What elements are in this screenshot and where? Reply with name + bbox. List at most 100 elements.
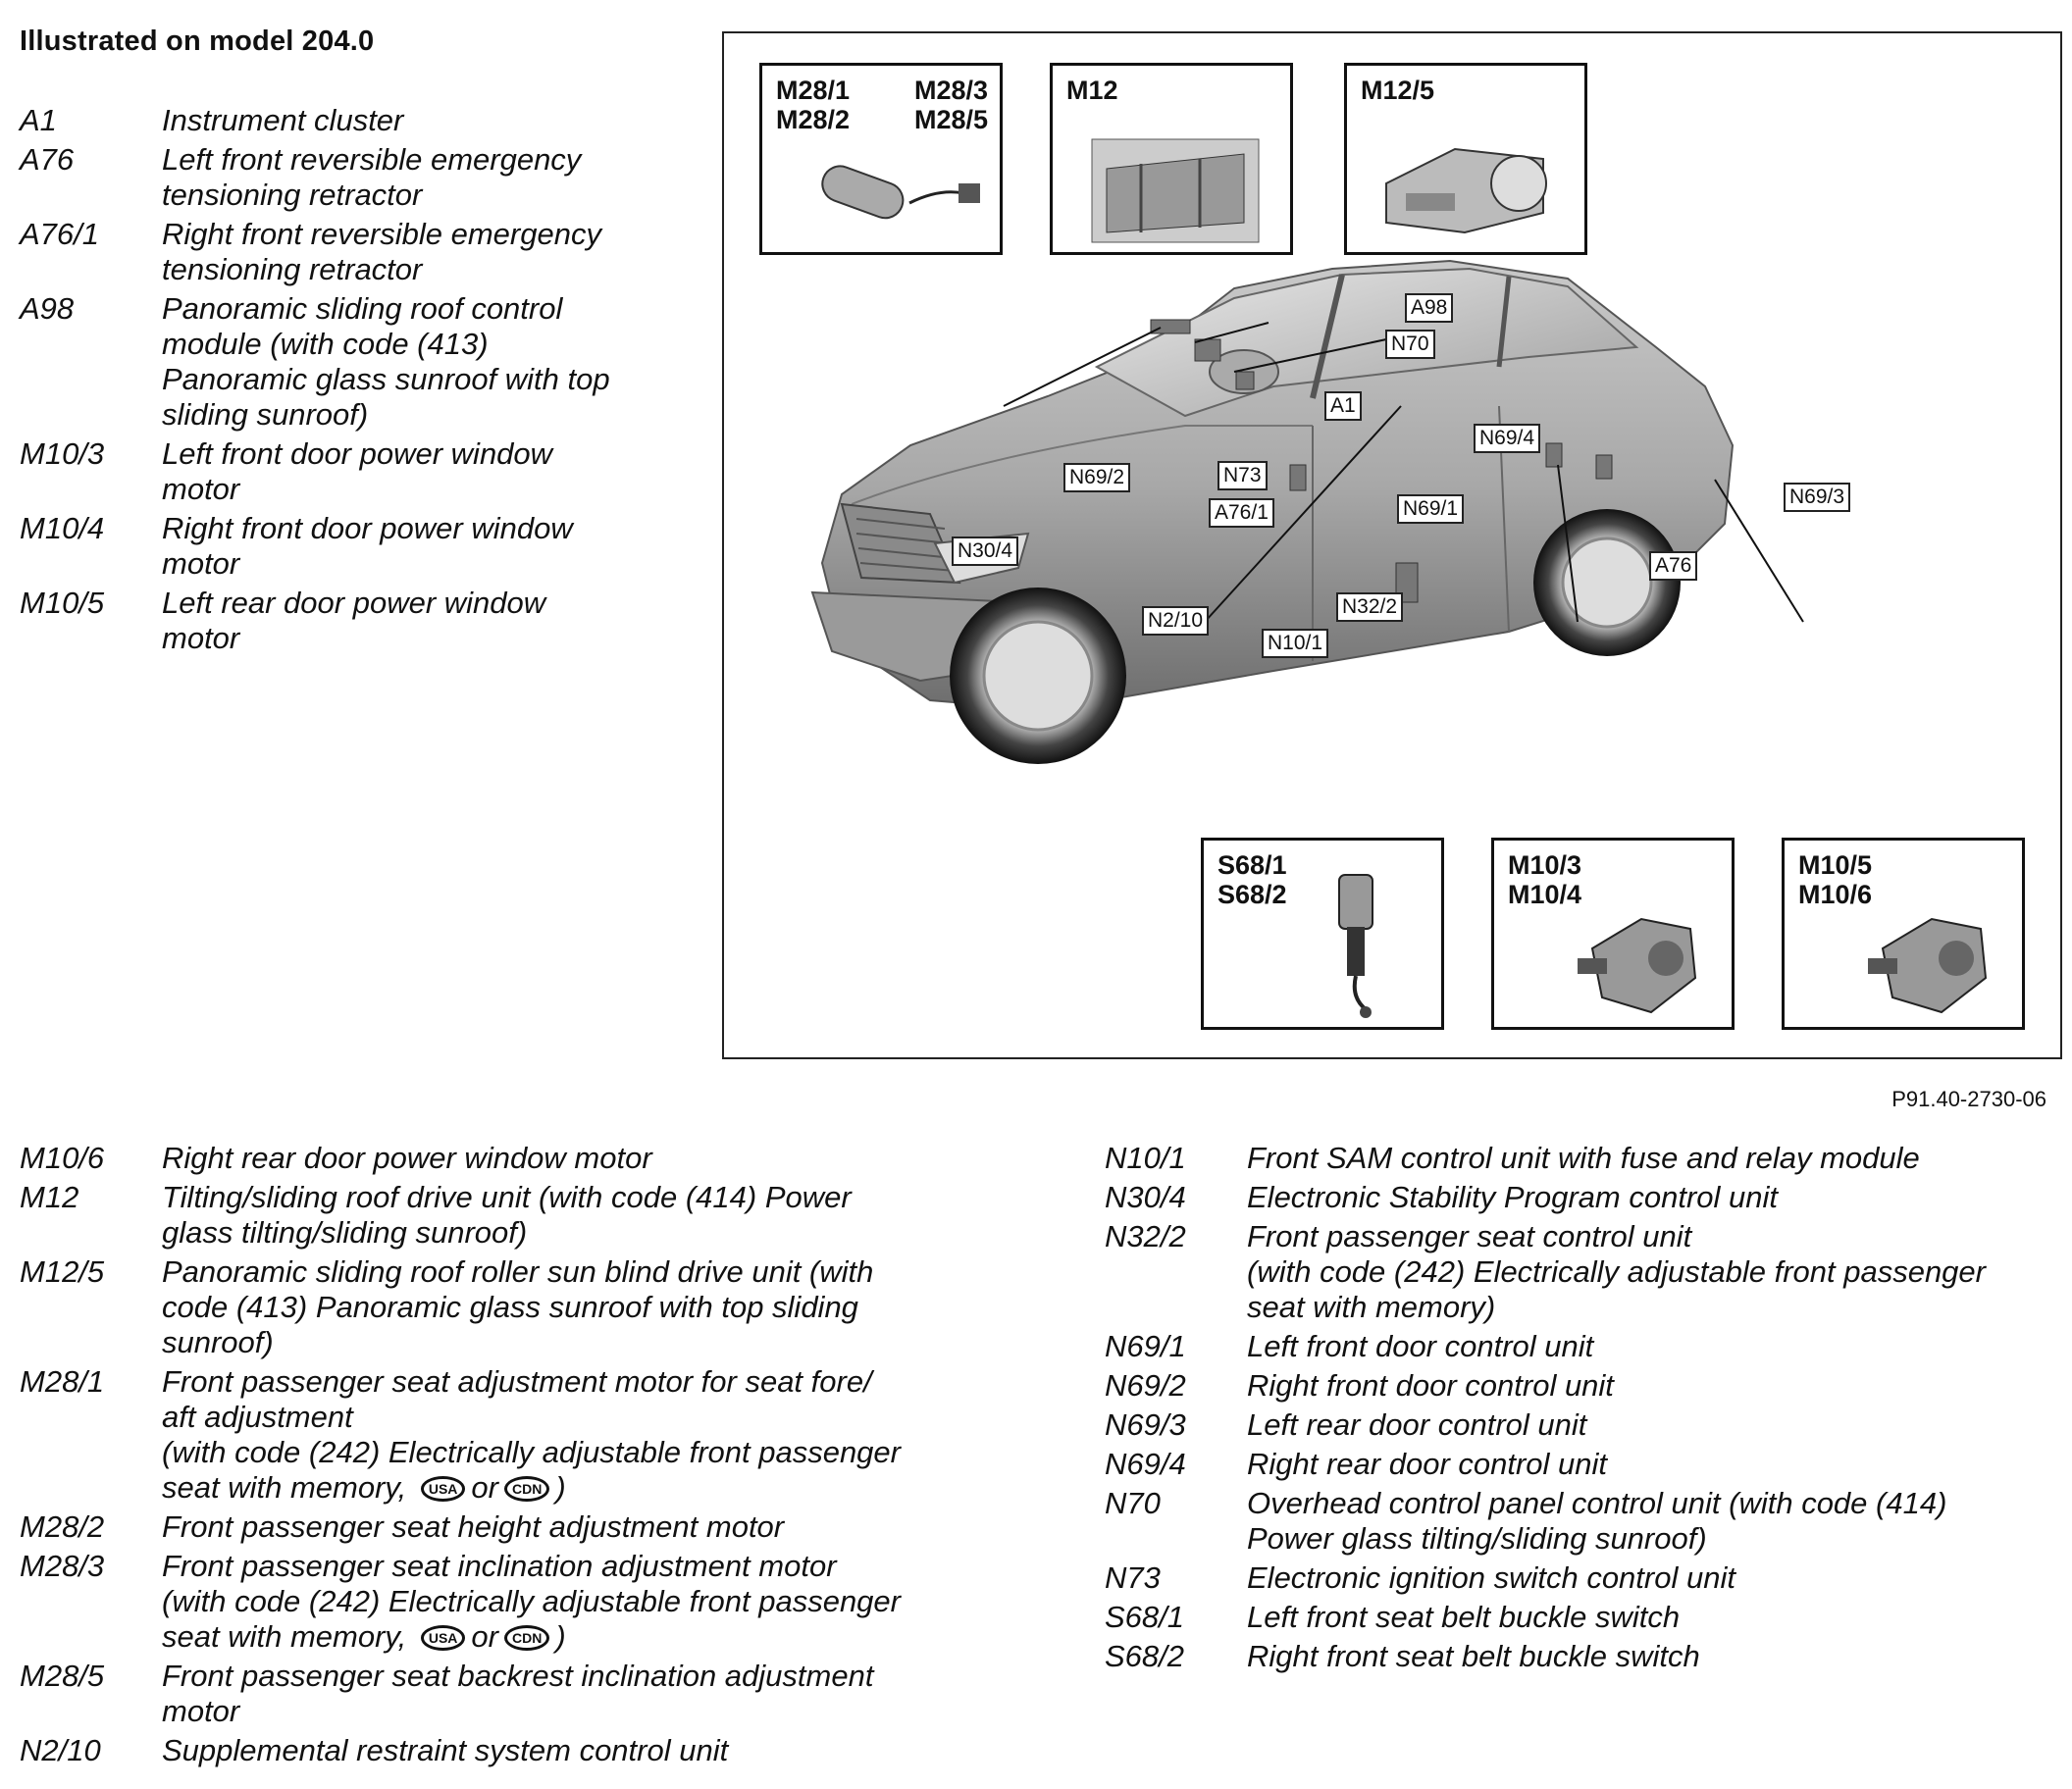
legend-code: M10/6 [20,1141,162,1176]
legend-description-text: Left front reversible emergency tensioni… [162,142,581,212]
inset-seat-belt-buckle: S68/1 S68/2 [1201,838,1444,1030]
legend-description: Right front door power window motor [162,511,648,582]
or-text: or [471,1470,498,1505]
legend-description-text: Front SAM control unit with fuse and rel… [1247,1141,1920,1175]
legend-description: Left front seat belt buckle switch [1247,1600,2046,1635]
legend-description: Instrument cluster [162,103,648,138]
legend-row: M28/3Front passenger seat inclination ad… [20,1549,1040,1655]
roof-drive-icon [1053,66,1296,258]
legend-description-text: Left front door power window motor [162,436,552,506]
legend-code: M12 [20,1180,162,1251]
legend-description: Front passenger seat backrest inclinatio… [162,1659,976,1729]
legend-description-text: Right front reversible emergency tension… [162,217,601,286]
legend-description-text: Right front seat belt buckle switch [1247,1639,1700,1673]
legend-row: N69/1Left front door control unit [1105,1329,2046,1364]
legend-description-text: Panoramic sliding roof roller sun blind … [162,1254,873,1359]
legend-row: N69/2Right front door control unit [1105,1368,2046,1404]
legend-code: N2/10 [20,1733,162,1768]
legend-description: Panoramic sliding roof control module (w… [162,291,648,433]
callout-a1: A1 [1324,391,1362,421]
callout-a98: A98 [1405,293,1453,323]
legend-description-text: Right rear door control unit [1247,1447,1607,1481]
legend-code: M28/2 [20,1509,162,1545]
component-location-figure: A98 N70 A1 N69/4 N69/2 N73 A76/1 N69/1 N… [722,31,2062,1059]
legend-code: N10/1 [1105,1141,1247,1176]
legend-row: M10/6Right rear door power window motor [20,1141,1040,1176]
legend-description-text: Front passenger seat height adjustment m… [162,1509,784,1544]
legend-description-text: Right rear door power window motor [162,1141,652,1175]
sun-blind-drive-icon [1347,66,1590,258]
legend-code: N69/1 [1105,1329,1247,1364]
legend-code: S68/1 [1105,1600,1247,1635]
window-motor-icon [1785,841,2028,1033]
legend-description: Right front reversible emergency tension… [162,217,648,287]
legend-description: Left front door control unit [1247,1329,2046,1364]
legend-description-text: Right front door power window motor [162,511,573,581]
legend-description: Electronic ignition switch control unit [1247,1560,2046,1596]
callout-n69-2: N69/2 [1063,463,1130,492]
legend-code: N30/4 [1105,1180,1247,1215]
window-motor-icon [1494,841,1737,1033]
usa-badge-icon: USA [421,1476,466,1502]
usa-badge-icon: USA [421,1625,466,1651]
callout-a76-1: A76/1 [1209,498,1274,528]
legend-code: M28/1 [20,1364,162,1506]
legend-description-text: Left rear door power window motor [162,586,545,655]
cdn-badge-icon: CDN [504,1476,549,1502]
inset-sun-blind-drive: M12/5 [1344,63,1587,255]
inset-roof-drive: M12 [1050,63,1293,255]
legend-description-text: Electronic Stability Program control uni… [1247,1180,1778,1214]
legend-code: N69/3 [1105,1407,1247,1443]
legend-description: Front passenger seat adjustment motor fo… [162,1364,976,1506]
figure-reference: P91.40-2730-06 [1891,1087,2046,1112]
legend-row: N32/2Front passenger seat control unit (… [1105,1219,2046,1325]
legend-row: N69/4Right rear door control unit [1105,1447,2046,1482]
legend-code: A1 [20,103,162,138]
legend-code: A76/1 [20,217,162,287]
legend-description: Front passenger seat inclination adjustm… [162,1549,976,1655]
buckle-icon [1204,841,1447,1033]
legend-description: Left front reversible emergency tensioni… [162,142,648,213]
legend-row: M28/5Front passenger seat backrest incli… [20,1659,1040,1729]
legend-description-text: Overhead control panel control unit (wit… [1247,1486,1946,1556]
legend-description: Front SAM control unit with fuse and rel… [1247,1141,2046,1176]
legend-description: Overhead control panel control unit (wit… [1247,1486,2046,1557]
callout-n32-2: N32/2 [1336,592,1403,622]
legend-description: Right rear door control unit [1247,1447,2046,1482]
callout-n10-1: N10/1 [1262,629,1328,658]
callout-n30-4: N30/4 [952,537,1018,566]
legend-description: Right front door control unit [1247,1368,2046,1404]
legend-code: M10/3 [20,436,162,507]
legend-description-text: Panoramic sliding roof control module (w… [162,291,610,432]
cdn-badge-icon: CDN [504,1625,549,1651]
legend-description-text: Right front door control unit [1247,1368,1614,1403]
legend-description: Front passenger seat height adjustment m… [162,1509,976,1545]
legend-row: N69/3Left rear door control unit [1105,1407,2046,1443]
legend-code: M10/5 [20,586,162,656]
legend-description: Front passenger seat control unit (with … [1247,1219,2046,1325]
legend-description-text: Left front door control unit [1247,1329,1593,1363]
inset-seat-motors: M28/1 M28/2 M28/3 M28/5 [759,63,1003,255]
inset-front-window-motors: M10/3 M10/4 [1491,838,1735,1030]
seat-motor-icon [762,66,1006,258]
legend-description-text: Instrument cluster [162,103,403,137]
legend-description-text: Front passenger seat control unit (with … [1247,1219,1986,1324]
legend-code: M12/5 [20,1254,162,1360]
callout-n69-3: N69/3 [1784,483,1850,512]
closing-paren: ) [555,1619,565,1654]
or-text: or [471,1619,498,1654]
legend-code: M10/4 [20,511,162,582]
